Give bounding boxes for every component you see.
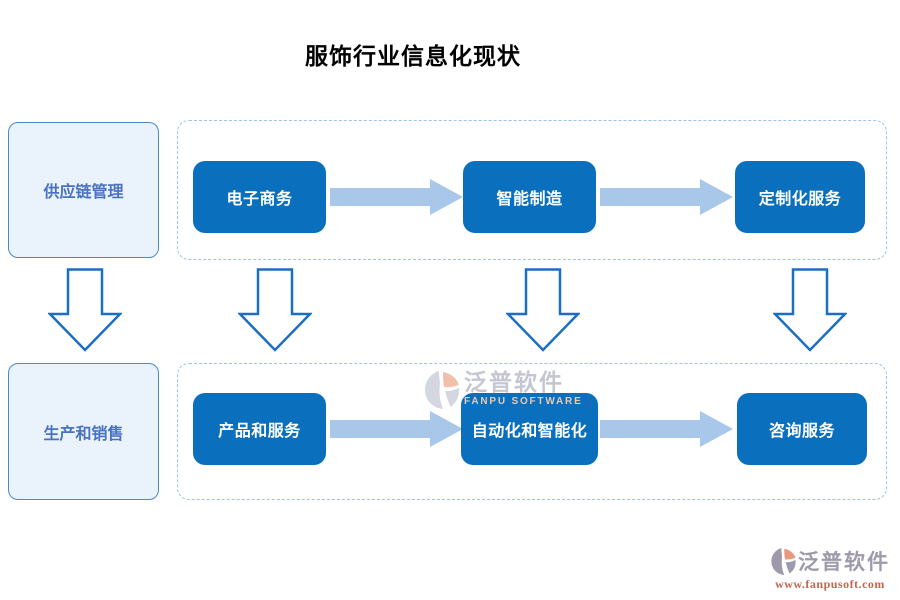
side-box-production-sales-label: 生产和销售 <box>43 425 124 443</box>
footer-brand-row: 泛普软件 <box>770 546 890 576</box>
right-arrow-icon <box>600 411 733 447</box>
flow-box-consulting-service-label: 咨询服务 <box>768 423 835 440</box>
fanpu-logo-icon <box>771 547 796 575</box>
flow-box-customized-service: 定制化服务 <box>735 161 865 233</box>
flow-box-ecommerce-label: 电子商务 <box>226 191 293 208</box>
footer-brand-name: 泛普软件 <box>798 551 890 574</box>
flow-box-smart-manufacturing-label: 智能制造 <box>496 191 563 208</box>
flow-box-ecommerce: 电子商务 <box>193 161 326 233</box>
flow-box-consulting-service: 咨询服务 <box>737 393 867 465</box>
diagram-title: 服饰行业信息化现状 <box>305 44 521 69</box>
right-arrow-icon <box>330 179 463 215</box>
down-arrow-icon <box>48 268 122 352</box>
top-flow-container <box>177 120 887 260</box>
right-arrow-icon <box>600 179 733 215</box>
right-arrow-icon <box>330 411 463 447</box>
footer-brand: 泛普软件 www.fanpusoft.com <box>770 546 890 592</box>
side-box-supply-chain: 供应链管理 <box>8 122 159 258</box>
bottom-flow-container <box>177 363 887 500</box>
footer-url: www.fanpusoft.com <box>775 577 885 591</box>
flow-box-products-services: 产品和服务 <box>193 393 326 465</box>
flow-box-customized-service-label: 定制化服务 <box>758 191 842 208</box>
down-arrow-icon <box>506 268 580 352</box>
side-box-supply-chain-label: 供应链管理 <box>43 184 124 201</box>
flow-box-products-services-label: 产品和服务 <box>218 423 301 440</box>
side-box-production-sales: 生产和销售 <box>8 363 159 500</box>
down-arrow-icon <box>238 268 312 352</box>
flow-box-automation-intelligence-label: 自动化和智能化 <box>471 423 588 440</box>
down-arrow-icon <box>773 268 847 352</box>
flow-box-automation-intelligence: 自动化和智能化 <box>461 393 598 465</box>
flow-box-smart-manufacturing: 智能制造 <box>463 161 596 233</box>
